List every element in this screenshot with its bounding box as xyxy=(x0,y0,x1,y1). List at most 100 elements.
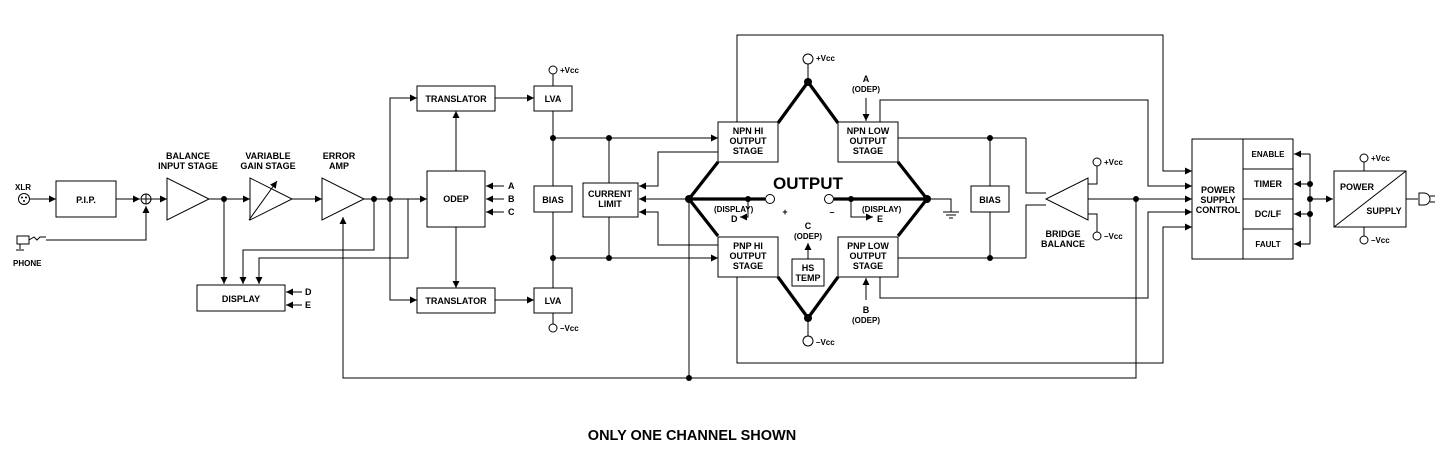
svg-text:TEMP: TEMP xyxy=(795,273,820,283)
translator-top-block xyxy=(416,85,496,112)
odep-input-c: C xyxy=(508,207,515,217)
translator-top-label: TRANSLATOR xyxy=(425,94,487,104)
svg-text:CONTROL: CONTROL xyxy=(1196,205,1241,215)
power-plug-icon xyxy=(1418,192,1435,206)
variable-label-1: VARIABLE xyxy=(245,151,290,161)
svg-text:(ODEP): (ODEP) xyxy=(852,85,880,94)
svg-text:(ODEP): (ODEP) xyxy=(852,316,880,325)
vcc-neg-label-output: –Vcc xyxy=(816,338,835,347)
xlr-label: XLR xyxy=(15,183,31,192)
pnp-hi-stage-block xyxy=(717,236,779,278)
svg-text:BALANCE: BALANCE xyxy=(1041,239,1085,249)
svg-text:PNP HI: PNP HI xyxy=(733,241,763,251)
error-amp xyxy=(321,177,366,221)
balance-label-2: INPUT STAGE xyxy=(158,161,218,171)
vcc-pos-label-output: +Vcc xyxy=(816,54,835,63)
error-label-1: ERROR xyxy=(323,151,356,161)
svg-text:PNP LOW: PNP LOW xyxy=(847,241,889,251)
translator-bottom-label: TRANSLATOR xyxy=(425,296,487,306)
output-label: OUTPUT xyxy=(773,174,844,193)
odep-label: ODEP xyxy=(443,194,469,204)
svg-text:E: E xyxy=(877,214,883,224)
odep-input-a: A xyxy=(508,181,515,191)
vcc-pos-label-left: +Vcc xyxy=(560,66,579,75)
odep-input-b: B xyxy=(508,194,515,204)
vcc-neg-terminal-output xyxy=(802,335,814,347)
lva-bottom-block xyxy=(533,287,573,314)
svg-text:NPN HI: NPN HI xyxy=(733,126,764,136)
svg-text:STAGE: STAGE xyxy=(853,146,883,156)
svg-text:B: B xyxy=(863,305,870,315)
svg-text:(ODEP): (ODEP) xyxy=(794,232,822,241)
bias-right-block xyxy=(970,185,1010,213)
fault-label: FAULT xyxy=(1255,240,1280,249)
vcc-pos-terminal-left xyxy=(548,65,558,75)
bias-left-block xyxy=(533,185,573,213)
svg-text:OUTPUT: OUTPUT xyxy=(730,251,768,261)
svg-text:STAGE: STAGE xyxy=(733,146,763,156)
caption: ONLY ONE CHANNEL SHOWN xyxy=(588,428,796,444)
svg-text:OUTPUT: OUTPUT xyxy=(850,136,888,146)
lva-top-label: LVA xyxy=(545,94,562,104)
svg-text:SUPPLY: SUPPLY xyxy=(1200,195,1235,205)
npn-hi-stage-block xyxy=(717,121,779,163)
vcc-neg-terminal-left xyxy=(548,323,558,333)
output-terminal-minus xyxy=(824,194,834,204)
lva-top-block xyxy=(533,85,573,112)
hs-temp-block xyxy=(791,258,825,287)
svg-text:–Vcc: –Vcc xyxy=(1371,236,1390,245)
balance-label-1: BALANCE xyxy=(166,151,210,161)
svg-text:–Vcc: –Vcc xyxy=(1104,232,1123,241)
display-input-e: E xyxy=(305,300,311,310)
svg-text:NPN LOW: NPN LOW xyxy=(847,126,890,136)
display-d-label: (DISPLAY) xyxy=(714,205,754,214)
pip-block xyxy=(55,180,117,218)
svg-text:SUPPLY: SUPPLY xyxy=(1366,206,1401,216)
xlr-connector-icon xyxy=(18,193,30,205)
vcc-pos-terminal-output xyxy=(802,53,814,65)
summing-junction-icon xyxy=(140,193,152,205)
balance-input-amp xyxy=(166,177,211,221)
bridge-balance-amp xyxy=(1044,177,1089,221)
phone-label: PHONE xyxy=(13,259,42,268)
svg-text:+Vcc: +Vcc xyxy=(1371,154,1390,163)
svg-text:+: + xyxy=(782,207,787,217)
pip-label: P.I.P. xyxy=(76,195,96,205)
current-limit-block xyxy=(582,182,639,218)
display-label: DISPLAY xyxy=(222,294,260,304)
svg-text:A: A xyxy=(863,74,870,84)
vcc-neg-label-left: –Vcc xyxy=(560,324,579,333)
svg-text:STAGE: STAGE xyxy=(733,261,763,271)
svg-text:OUTPUT: OUTPUT xyxy=(730,136,768,146)
output-bridge xyxy=(687,81,929,319)
ground-icon xyxy=(927,198,959,219)
current-label-1: CURRENT xyxy=(588,189,633,199)
timer-label: TIMER xyxy=(1254,179,1282,189)
current-label-2: LIMIT xyxy=(598,199,622,209)
display-e-label: (DISPLAY) xyxy=(862,205,902,214)
pnp-low-stage-block xyxy=(837,236,899,278)
svg-text:D: D xyxy=(731,214,738,224)
svg-text:OUTPUT: OUTPUT xyxy=(850,251,888,261)
variable-gain-arrow-icon xyxy=(248,180,278,221)
wire-phone-sum xyxy=(46,206,150,241)
npn-low-stage-block xyxy=(837,121,899,163)
phone-jack-icon xyxy=(16,235,46,251)
svg-text:HS: HS xyxy=(802,263,815,273)
svg-text:–: – xyxy=(829,207,834,217)
svg-text:BRIDGE: BRIDGE xyxy=(1045,229,1080,239)
svg-text:POWER: POWER xyxy=(1340,182,1375,192)
svg-text:STAGE: STAGE xyxy=(853,261,883,271)
svg-text:+Vcc: +Vcc xyxy=(1104,158,1123,167)
error-label-2: AMP xyxy=(329,161,349,171)
odep-block xyxy=(426,170,486,228)
bias-right-label: BIAS xyxy=(979,195,1001,205)
display-block xyxy=(196,284,286,312)
output-terminal-plus xyxy=(765,194,775,204)
display-input-d: D xyxy=(305,287,312,297)
svg-text:C: C xyxy=(805,221,812,231)
variable-gain-amp xyxy=(249,177,294,221)
dclf-label: DC/LF xyxy=(1255,209,1282,219)
variable-label-2: GAIN STAGE xyxy=(240,161,295,171)
